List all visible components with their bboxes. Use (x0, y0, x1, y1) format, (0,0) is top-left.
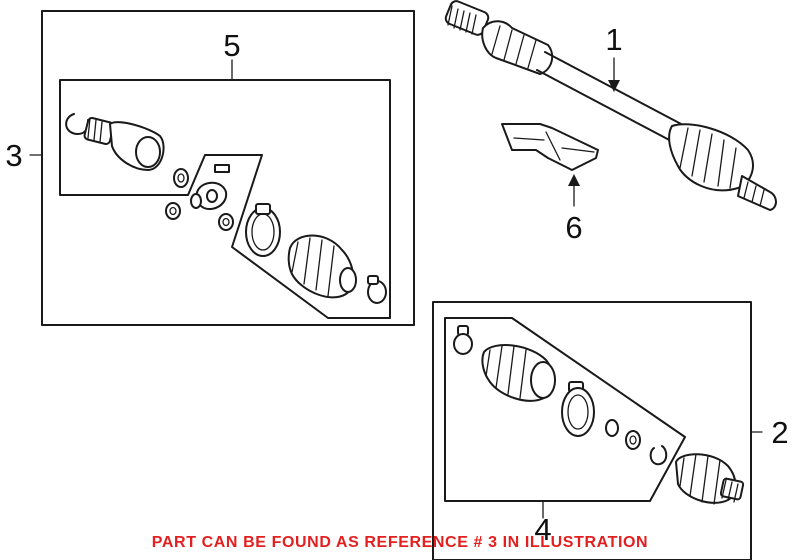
callout-6: 6 (565, 210, 582, 245)
reference-2-box (432, 301, 752, 560)
callout-5: 5 (223, 28, 240, 63)
callout-3: 3 (5, 138, 22, 173)
callout-4: 4 (534, 512, 551, 547)
outer-cv-joint-kit (65, 113, 387, 304)
inner-cv-joint-kit (453, 325, 745, 505)
axle-shaft-assembly (444, 0, 777, 211)
callout-2: 2 (771, 415, 788, 450)
callout-1: 1 (605, 22, 622, 57)
reference-note: PART CAN BE FOUND AS REFERENCE # 3 IN IL… (151, 534, 649, 551)
reference-3-box (41, 10, 415, 326)
leader-arrow-6 (568, 174, 580, 186)
leader-arrow-1 (608, 80, 620, 92)
snap-ring-inner (649, 445, 668, 466)
reference-5-outline (59, 79, 391, 319)
shield-bracket (501, 123, 599, 171)
reference-4-outline (444, 317, 686, 502)
